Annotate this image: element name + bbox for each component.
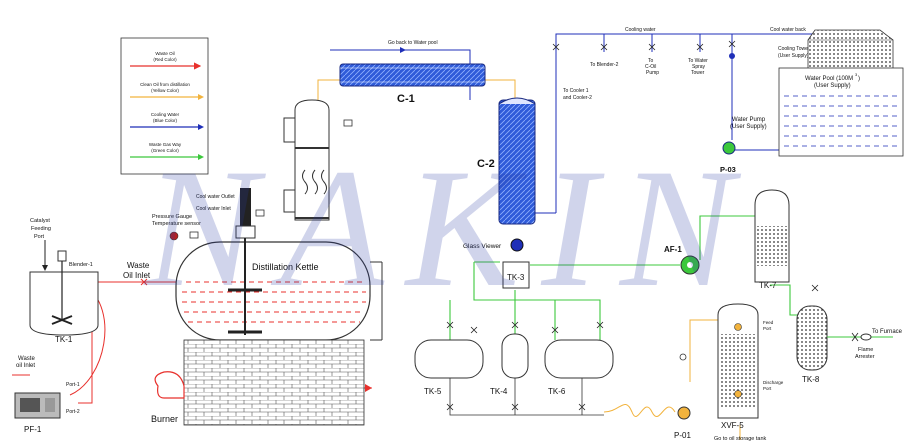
svg-text:(User Supply): (User Supply): [730, 124, 767, 130]
go-back-arrow: Go back to Water pool: [388, 40, 438, 53]
svg-text:Cooling Tower: Cooling Tower: [778, 46, 810, 52]
svg-text:P-01: P-01: [674, 431, 691, 440]
tank-tk6: TK-6: [544, 339, 614, 396]
svg-text:Pressure Gauge: Pressure Gauge: [152, 214, 192, 220]
svg-text:Cool water Inlet: Cool water Inlet: [196, 206, 231, 212]
burner: Burner: [151, 371, 185, 424]
svg-text:3: 3: [855, 72, 858, 77]
c1-label: C-1: [397, 93, 415, 105]
svg-text:To Blender-2: To Blender-2: [590, 62, 619, 68]
svg-text:): ): [858, 76, 860, 82]
svg-text:(User Supply): (User Supply): [778, 53, 809, 59]
filter-xvf5: Feed Port Discharge Port XVF-5 Go to oil…: [714, 303, 784, 442]
svg-text:TK-3: TK-3: [507, 273, 525, 282]
water-pool: Water Pool (100M 3 ) (User Supply): [778, 67, 904, 157]
svg-text:Feed: Feed: [763, 320, 774, 325]
condenser-c2: C-2: [477, 97, 536, 225]
svg-text:(User Supply): (User Supply): [814, 83, 851, 89]
fan-af1: AF-1: [664, 245, 700, 275]
svg-text:Port: Port: [34, 234, 45, 240]
cooling-water-pipes: [330, 33, 820, 214]
svg-text:Discharge: Discharge: [763, 380, 784, 385]
svg-text:Flame: Flame: [858, 347, 873, 353]
svg-text:Cool water back: Cool water back: [770, 27, 806, 33]
svg-text:Port: Port: [763, 326, 772, 331]
tank-tk4: TK-4: [490, 333, 529, 396]
kettle-label: Distillation Kettle: [252, 262, 319, 272]
c2-label: C-2: [477, 158, 495, 170]
svg-text:Feeding: Feeding: [31, 226, 51, 232]
svg-text:Waste: Waste: [18, 356, 35, 362]
svg-text:TK-7: TK-7: [759, 281, 777, 290]
tank-tk7: TK-7: [754, 189, 790, 290]
svg-text:(Blue Color): (Blue Color): [153, 118, 178, 123]
glass-viewer: Glass Viewer TK-3: [463, 238, 530, 289]
tank-tk5: TK-5: [414, 339, 484, 396]
svg-text:Port: Port: [763, 386, 772, 391]
svg-text:To Cooler 1: To Cooler 1: [563, 88, 589, 94]
svg-text:Arrester: Arrester: [855, 354, 875, 360]
legend-waste-oil: Waste Oil: [155, 51, 174, 56]
svg-text:Cooling water: Cooling water: [625, 27, 656, 33]
svg-text:Pump: Pump: [646, 70, 659, 76]
condenser-c1: C-1: [339, 63, 486, 105]
legend-waste-gas: Waste Gas Way: [149, 142, 182, 147]
svg-text:AF-1: AF-1: [664, 245, 682, 254]
svg-text:Oil Inlet: Oil Inlet: [123, 271, 151, 280]
svg-text:To Water: To Water: [688, 58, 708, 64]
water-pump-p03: Water Pump (User Supply) P-03: [720, 53, 767, 174]
svg-text:Port-1: Port-1: [66, 382, 80, 388]
distillation-kettle: Cool water Outlet Cool water Inlet Disti…: [152, 188, 383, 426]
svg-text:Tower: Tower: [691, 70, 705, 76]
watermark: NAKIN: [143, 134, 756, 322]
cooling-labels: Cooling water To Cooler 1 and Cooler-2 T…: [552, 27, 736, 101]
svg-text:Go back to Water pool: Go back to Water pool: [388, 40, 438, 46]
svg-text:Glass Viewer: Glass Viewer: [463, 243, 502, 250]
svg-text:Temperature sensor: Temperature sensor: [152, 221, 201, 227]
drain-pipes: [449, 378, 604, 416]
svg-text:XVF-5: XVF-5: [721, 421, 744, 430]
svg-text:Water Pool (100M: Water Pool (100M: [805, 76, 853, 82]
svg-text:Catalyst: Catalyst: [30, 218, 50, 224]
svg-text:TK-8: TK-8: [802, 375, 820, 384]
pump-p01: P-01: [674, 353, 691, 440]
svg-text:Blender-1: Blender-1: [69, 262, 93, 268]
svg-text:C-Oil: C-Oil: [645, 64, 656, 70]
svg-text:Port-2: Port-2: [66, 409, 80, 415]
legend: Waste Oil (Red Color) Clean Oil from dis…: [120, 37, 209, 175]
tank-tk1: Catalyst Feeding Port Blender-1 TK-1 Was…: [14, 218, 151, 434]
svg-text:(Red Color): (Red Color): [153, 57, 177, 62]
svg-text:oil Inlet: oil Inlet: [16, 363, 35, 369]
distillation-column: [283, 99, 353, 221]
svg-text:(Green Color): (Green Color): [151, 148, 179, 153]
svg-text:To: To: [648, 58, 654, 64]
svg-text:TK-4: TK-4: [490, 387, 508, 396]
svg-text:Cool water Outlet: Cool water Outlet: [196, 194, 235, 200]
svg-text:P-03: P-03: [720, 165, 736, 174]
svg-text:PF-1: PF-1: [24, 425, 42, 434]
legend-cooling-water: Cooling Water: [151, 112, 180, 117]
svg-text:Burner: Burner: [151, 414, 178, 424]
svg-text:Waste: Waste: [127, 261, 150, 270]
svg-text:TK-5: TK-5: [424, 387, 442, 396]
svg-text:TK-1: TK-1: [55, 335, 73, 344]
legend-clean-oil: Clean Oil from distillation: [140, 82, 190, 87]
svg-text:TK-6: TK-6: [548, 387, 566, 396]
cooling-tower: Cool water back Cooling Tower (User Supp…: [770, 27, 894, 71]
tank-tk8: TK-8 To Furnace Flame Arrester: [796, 305, 903, 384]
svg-text:To Furnace: To Furnace: [872, 329, 903, 335]
svg-text:(Yellow Color): (Yellow Color): [151, 88, 179, 93]
svg-text:Water Pump: Water Pump: [732, 117, 766, 123]
svg-text:Go to oil storage tank: Go to oil storage tank: [714, 436, 767, 442]
svg-text:and Cooler-2: and Cooler-2: [563, 95, 592, 101]
svg-text:Spray: Spray: [692, 64, 706, 70]
